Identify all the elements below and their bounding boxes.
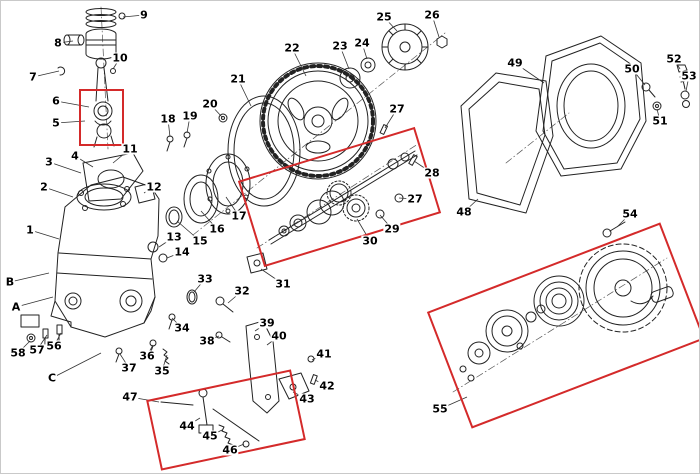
part-callout-10: 10 bbox=[111, 51, 129, 65]
part-callout-23: 23 bbox=[331, 39, 349, 53]
housing-gasket bbox=[460, 72, 554, 214]
part-callout-52: 52 bbox=[665, 52, 683, 66]
part-callout-55: 55 bbox=[431, 402, 449, 416]
part-callout-13: 13 bbox=[165, 230, 183, 244]
part-callout-2: 2 bbox=[39, 180, 49, 194]
highlight-box-1 bbox=[79, 89, 124, 146]
part-callout-22: 22 bbox=[283, 41, 301, 55]
part-callout-34: 34 bbox=[173, 321, 191, 335]
part-callout-53: 53 bbox=[680, 69, 698, 83]
part-callout-43: 43 bbox=[298, 392, 316, 406]
part-callout-47: 47 bbox=[121, 390, 139, 404]
part-callout-45: 45 bbox=[201, 429, 219, 443]
flywheel-assembly bbox=[259, 23, 448, 180]
part-callout-33: 33 bbox=[196, 272, 214, 286]
part-callout-24: 24 bbox=[353, 36, 371, 50]
part-callout-5: 5 bbox=[51, 116, 61, 130]
part-callout-19: 19 bbox=[181, 109, 199, 123]
part-callout-C: C bbox=[46, 371, 58, 385]
part-callout-18: 18 bbox=[159, 112, 177, 126]
part-callout-8: 8 bbox=[53, 36, 63, 50]
governor-linkage bbox=[160, 388, 260, 448]
part-callout-3: 3 bbox=[44, 155, 54, 169]
part-callout-25: 25 bbox=[375, 10, 393, 24]
part-callout-36: 36 bbox=[138, 349, 156, 363]
part-callout-B: B bbox=[4, 275, 16, 289]
part-callout-6: 6 bbox=[51, 94, 61, 108]
part-callout-28: 28 bbox=[423, 166, 441, 180]
part-callout-37: 37 bbox=[120, 361, 138, 375]
crankshaft-group bbox=[268, 124, 418, 245]
part-callout-16: 16 bbox=[208, 222, 226, 236]
part-callout-32: 32 bbox=[233, 284, 251, 298]
part-callout-40: 40 bbox=[270, 329, 288, 343]
part-callout-26: 26 bbox=[423, 8, 441, 22]
part-callout-9: 9 bbox=[139, 8, 149, 22]
part-callout-14: 14 bbox=[173, 245, 191, 259]
part-callout-15: 15 bbox=[191, 234, 209, 248]
part-callout-31: 31 bbox=[274, 277, 292, 291]
part-callout-42: 42 bbox=[318, 379, 336, 393]
part-callout-46: 46 bbox=[221, 443, 239, 457]
part-callout-1: 1 bbox=[25, 223, 35, 237]
part-callout-12: 12 bbox=[145, 180, 163, 194]
part-callout-58: 58 bbox=[9, 346, 27, 360]
part-callout-29: 29 bbox=[383, 222, 401, 236]
part-callout-57: 57 bbox=[28, 343, 46, 357]
part-callout-4: 4 bbox=[70, 149, 80, 163]
part-callout-27: 27 bbox=[388, 102, 406, 116]
part-callout-49: 49 bbox=[506, 56, 524, 70]
part-callout-56: 56 bbox=[45, 339, 63, 353]
part-callout-35: 35 bbox=[153, 364, 171, 378]
part-callout-54: 54 bbox=[621, 207, 639, 221]
part-callout-27: 27 bbox=[406, 192, 424, 206]
part-callout-A: A bbox=[10, 300, 22, 314]
part-callout-30: 30 bbox=[361, 234, 379, 248]
part-callout-41: 41 bbox=[315, 347, 333, 361]
part-callout-48: 48 bbox=[455, 205, 473, 219]
piston-assembly bbox=[57, 8, 126, 148]
part-callout-38: 38 bbox=[198, 334, 216, 348]
blower-housing bbox=[535, 35, 647, 177]
part-callout-11: 11 bbox=[121, 142, 139, 156]
part-callout-51: 51 bbox=[651, 114, 669, 128]
part-callout-17: 17 bbox=[230, 209, 248, 223]
part-callout-39: 39 bbox=[258, 316, 276, 330]
part-callout-20: 20 bbox=[201, 97, 219, 111]
recoil-starter bbox=[459, 243, 674, 382]
bolt-54 bbox=[602, 221, 626, 238]
part-callout-44: 44 bbox=[178, 419, 196, 433]
part-callout-50: 50 bbox=[623, 62, 641, 76]
part-callout-7: 7 bbox=[28, 70, 38, 84]
part-callout-21: 21 bbox=[229, 72, 247, 86]
